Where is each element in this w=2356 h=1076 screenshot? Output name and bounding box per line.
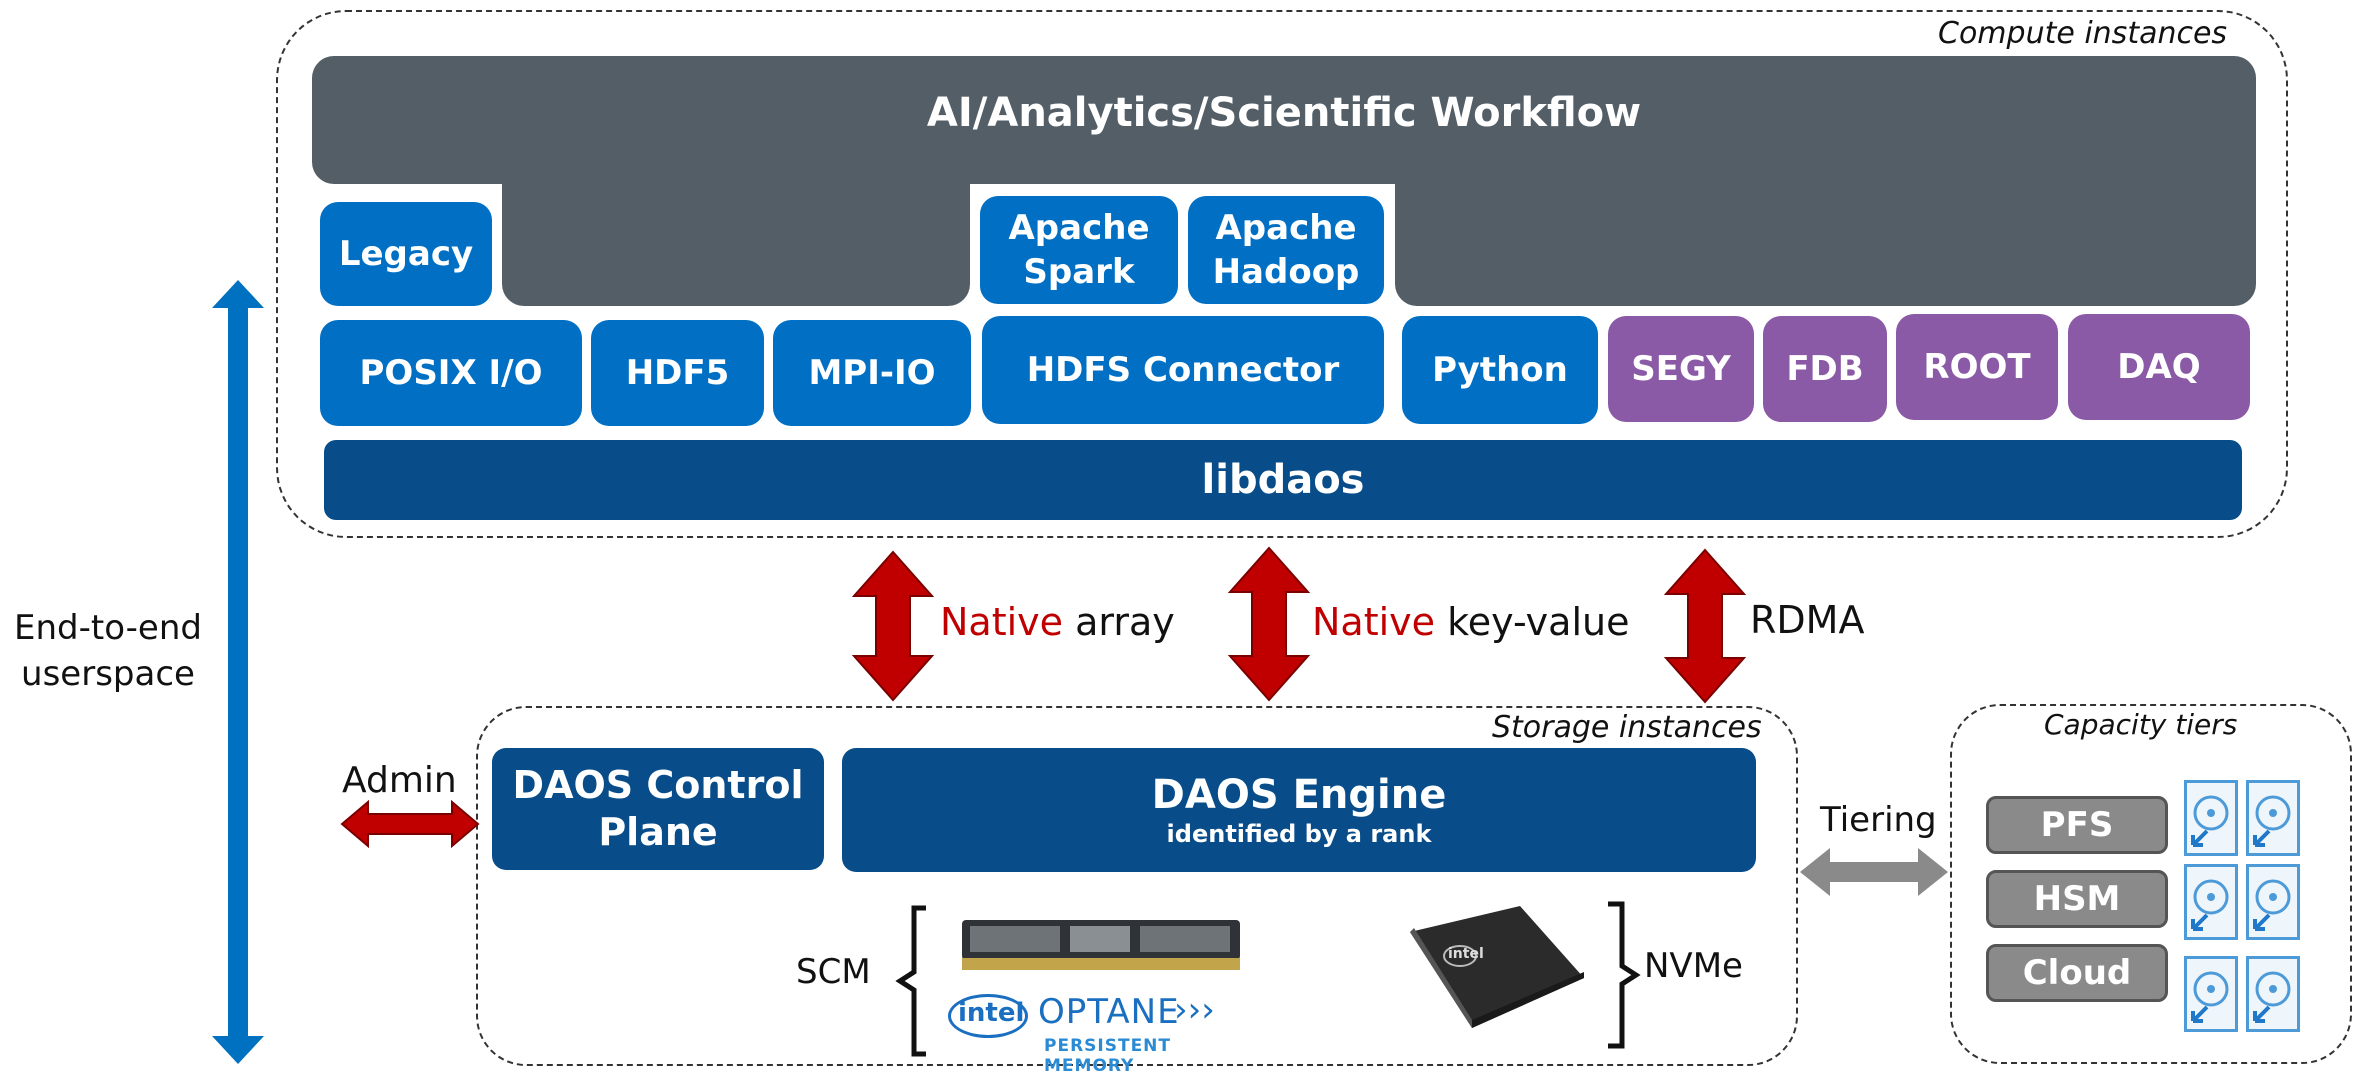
native-word: Native bbox=[1312, 600, 1436, 644]
root-box: ROOT bbox=[1896, 314, 2058, 420]
mpi-io-box: MPI-IO bbox=[773, 320, 971, 426]
fdb-box: FDB bbox=[1763, 316, 1887, 422]
tier-cloud: Cloud bbox=[1986, 944, 2168, 1002]
native-array-label: Native array bbox=[940, 600, 1175, 644]
intel-logo-oval bbox=[948, 994, 1028, 1038]
apache-hadoop-box: Apache Hadoop bbox=[1188, 196, 1384, 304]
optane-module bbox=[960, 914, 1242, 972]
nvme-ssd-image bbox=[1410, 906, 1584, 1028]
hard-disk-icon bbox=[2184, 956, 2238, 1032]
tiering-arrow bbox=[1800, 848, 1948, 896]
array-word: array bbox=[1063, 600, 1175, 644]
legacy-box: Legacy bbox=[320, 202, 492, 306]
native-key-value-label: Native key-value bbox=[1312, 600, 1629, 644]
native-word: Native bbox=[940, 600, 1064, 644]
hdfs-connector-box: HDFS Connector bbox=[982, 316, 1384, 424]
intel-optane-logo: intel OPTANE ››› PERSISTENT MEMORY bbox=[948, 990, 1238, 1076]
rdma-arrow bbox=[1664, 548, 1746, 704]
hard-disk-icon bbox=[2184, 864, 2238, 940]
daos-engine-box: DAOS Engine identified by a rank bbox=[842, 748, 1756, 872]
rdma-label: RDMA bbox=[1750, 598, 1865, 642]
admin-label: Admin bbox=[342, 760, 457, 801]
daos-engine-subtitle: identified by a rank bbox=[1166, 820, 1432, 848]
tier-hsm: HSM bbox=[1986, 870, 2168, 928]
storage-instances-label: Storage instances bbox=[1492, 710, 1762, 745]
scm-bracket bbox=[895, 905, 926, 1057]
optane-chevrons: ››› bbox=[1174, 990, 1215, 1030]
hard-disk-icon bbox=[2246, 956, 2300, 1032]
capacity-tiers-frame bbox=[1950, 704, 2352, 1064]
hard-disk-icon bbox=[2246, 864, 2300, 940]
daq-box: DAQ bbox=[2068, 314, 2250, 420]
native-key-value-arrow bbox=[1228, 546, 1310, 702]
hard-disk-icon bbox=[2184, 780, 2238, 856]
daos-engine-title: DAOS Engine bbox=[1151, 772, 1447, 818]
compute-instances-frame bbox=[276, 10, 2288, 538]
workflow-left-tab bbox=[502, 160, 970, 306]
posix-io-box: POSIX I/O bbox=[320, 320, 582, 426]
ssd-intel-label: intel bbox=[1448, 946, 1484, 962]
nvme-bracket bbox=[1608, 901, 1641, 1049]
workflow-title: AI/Analytics/Scientific Workflow bbox=[926, 90, 1642, 136]
storage-instances-frame bbox=[476, 706, 1798, 1066]
hard-disk-icon bbox=[2246, 780, 2300, 856]
persistent-memory-text: PERSISTENT MEMORY bbox=[1044, 1036, 1172, 1076]
intel-logo-text: intel bbox=[958, 998, 1025, 1028]
python-box: Python bbox=[1402, 316, 1598, 424]
capacity-tiers-label: Capacity tiers bbox=[2044, 708, 2238, 741]
compute-instances-label: Compute instances bbox=[1938, 16, 2228, 51]
admin-arrow bbox=[340, 800, 480, 848]
optane-text: OPTANE bbox=[1038, 992, 1180, 1032]
apache-spark-box: Apache Spark bbox=[980, 196, 1178, 304]
libdaos-bar: libdaos bbox=[324, 440, 2242, 520]
hdf5-box: HDF5 bbox=[591, 320, 764, 426]
nvme-label: NVMe bbox=[1644, 946, 1743, 986]
daos-control-plane-box: DAOS Control Plane bbox=[492, 748, 824, 870]
userspace-label: End-to-end userspace bbox=[14, 608, 202, 694]
key-value-word: key-value bbox=[1435, 600, 1630, 644]
segy-box: SEGY bbox=[1608, 316, 1754, 422]
tiering-label: Tiering bbox=[1820, 800, 1937, 840]
native-array-arrow bbox=[852, 550, 934, 702]
tier-pfs: PFS bbox=[1986, 796, 2168, 854]
workflow-right-tab bbox=[1395, 160, 2256, 306]
scm-label: SCM bbox=[796, 952, 871, 992]
userspace-arrow bbox=[212, 280, 264, 1064]
